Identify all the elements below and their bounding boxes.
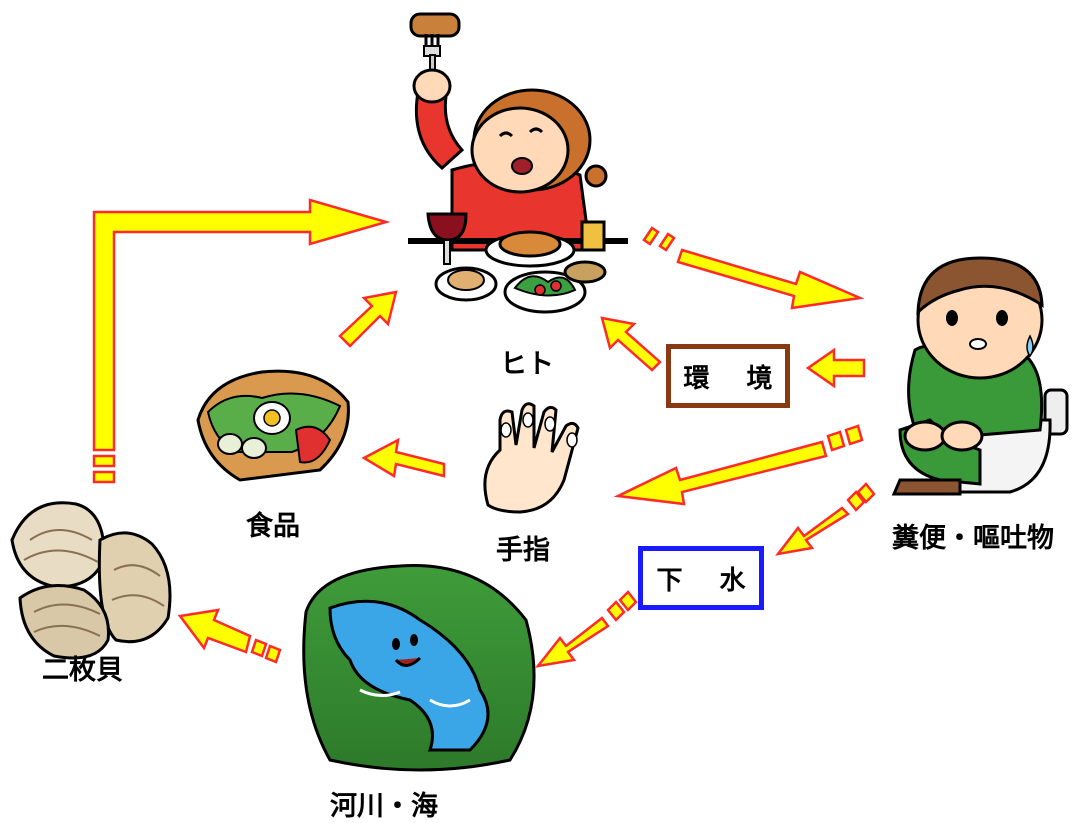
- arrow-shellfish-to-human-dash: [92, 470, 116, 484]
- label-human: ヒト: [500, 349, 554, 380]
- sick-person-on-toilet-icon: [891, 256, 1069, 496]
- river-icon: [302, 563, 536, 772]
- hand-icon: [483, 402, 580, 514]
- arrow-food-to-human: [338, 290, 398, 348]
- arrow-environment-to-human: [600, 316, 662, 372]
- label-food: 食品: [246, 511, 300, 542]
- label-patient: 糞便・嘔吐物: [892, 523, 1054, 554]
- arrow-sewage-to-river: [535, 590, 638, 668]
- arrow-river-to-shellfish: [177, 608, 282, 664]
- clams-icon: [10, 501, 172, 660]
- person-eating-icon: [408, 12, 628, 314]
- sewage-label: 下 水: [656, 565, 760, 596]
- arrow-shellfish-to-human-dash: [92, 454, 116, 468]
- label-fingers: 手指: [496, 535, 550, 566]
- salad-icon: [196, 369, 350, 482]
- arrow-patient-to-environment: [805, 347, 866, 389]
- arrow-human-to-patient: [642, 226, 865, 310]
- sewage-box: 下 水: [638, 546, 764, 610]
- arrow-patient-to-sewage: [775, 482, 876, 556]
- arrow-patient-to-fingers: [613, 424, 864, 506]
- environment-label: 環 境: [683, 363, 787, 394]
- arrow-shellfish-to-human: [92, 198, 391, 452]
- label-river-sea: 河川・海: [330, 791, 438, 822]
- environment-box: 環 境: [666, 344, 790, 408]
- arrow-fingers-to-food: [361, 437, 446, 479]
- label-shellfish: 二枚貝: [42, 655, 123, 686]
